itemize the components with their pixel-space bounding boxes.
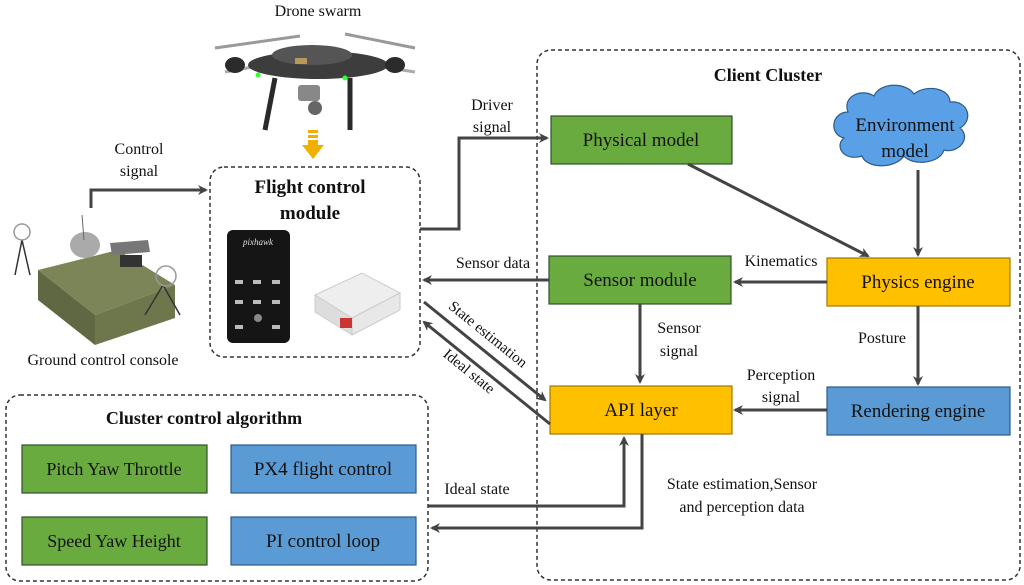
driver-signal-arrow [420, 133, 549, 231]
kinematics-label: Kinematics [745, 253, 818, 270]
client-cluster-title: Client Cluster [714, 65, 822, 85]
ideal-state-label: Ideal state [444, 481, 509, 498]
svg-text:Rendering engine: Rendering engine [851, 401, 986, 422]
physics-engine-node[interactable]: Physics engine [826, 257, 1011, 307]
return-data-label-2: and perception data [679, 499, 804, 516]
driver-signal-label: Driver [471, 97, 513, 114]
client-cluster-container [536, 49, 1021, 581]
api-layer-node[interactable]: API layer [549, 385, 733, 435]
state-estimation-arrow [423, 300, 547, 402]
flight-control-container [209, 166, 421, 358]
ideal-state-arrow [428, 436, 629, 508]
cluster-control-container [5, 394, 429, 582]
flight-control-title: Flight control [254, 177, 365, 198]
drone-down-arrow-icon [302, 130, 324, 159]
driver-signal-label-2: signal [473, 119, 512, 136]
drone-swarm-title: Drone swarm [275, 3, 362, 20]
drone-icon [214, 32, 416, 131]
ground-console-label: Ground control console [27, 352, 178, 369]
svg-text:Physics engine: Physics engine [861, 272, 974, 293]
px4-flight-control-node[interactable]: PX4 flight control [230, 444, 417, 494]
pi-control-loop-node[interactable]: PI control loop [230, 516, 417, 566]
control-signal-arrow [89, 185, 208, 208]
sensor-signal-label: Sensor [657, 320, 701, 337]
flight-control-title-2: module [280, 203, 340, 224]
svg-text:Environment: Environment [855, 115, 955, 136]
physical-to-physics-arrow [687, 162, 870, 258]
sensor-module-node[interactable]: Sensor module [548, 255, 732, 305]
cluster-control-title: Cluster control algorithm [106, 408, 302, 428]
physical-model-node[interactable]: Physical model [550, 115, 733, 165]
svg-text:PI control loop: PI control loop [266, 531, 380, 552]
rendering-engine-node[interactable]: Rendering engine [826, 386, 1011, 436]
perception-signal-label-2: signal [762, 389, 801, 406]
sensor-signal-label-2: signal [660, 343, 699, 360]
flight-controller-box-icon [313, 272, 402, 336]
pitch-yaw-throttle-node[interactable]: Pitch Yaw Throttle [21, 444, 208, 494]
sensor-data-label: Sensor data [456, 255, 530, 272]
posture-label: Posture [858, 330, 906, 347]
control-signal-label: Control [115, 141, 164, 158]
control-signal-label-2: signal [120, 163, 159, 180]
svg-text:model: model [881, 141, 929, 162]
pixhawk-board-icon: pixhawk [227, 230, 290, 343]
ideal-state-diag-arrow [422, 320, 551, 426]
svg-text:API layer: API layer [604, 400, 678, 421]
environment-model-node[interactable]: Environment model [833, 84, 969, 167]
svg-text:Sensor module: Sensor module [583, 270, 696, 291]
return-data-label: State estimation,Sensor [667, 476, 818, 493]
perception-signal-label: Perception [747, 367, 815, 384]
ground-console-icon [13, 214, 181, 345]
svg-text:pixhawk: pixhawk [242, 237, 274, 247]
svg-text:Pitch Yaw Throttle: Pitch Yaw Throttle [46, 459, 181, 479]
speed-yaw-height-node[interactable]: Speed Yaw Height [21, 516, 208, 566]
svg-text:Speed Yaw Height: Speed Yaw Height [47, 531, 181, 551]
svg-text:Physical model: Physical model [583, 130, 700, 151]
svg-text:PX4 flight control: PX4 flight control [254, 459, 392, 480]
return-data-arrow [430, 434, 644, 533]
